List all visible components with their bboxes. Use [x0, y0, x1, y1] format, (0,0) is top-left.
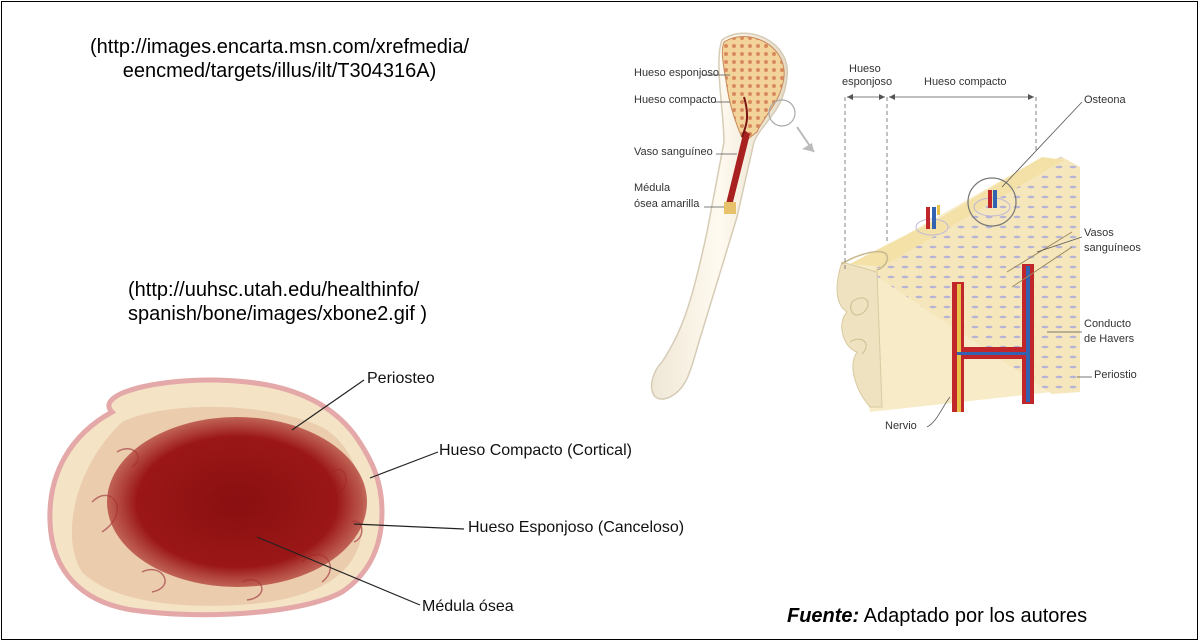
fuente-text: Adaptado por los autores [859, 605, 1087, 627]
label-vaso-sanguineo: Vaso sanguíneo [634, 146, 713, 158]
label-medula-line2: ósea amarilla [634, 198, 699, 210]
label-medula-line1: Médula [634, 182, 670, 194]
label-hueso-compacto-cortical: Hueso Compacto (Cortical) [439, 442, 632, 460]
label-nervio: Nervio [885, 420, 917, 432]
label-osteona: Osteona [1084, 94, 1126, 106]
label-hueso-compacto: Hueso compacto [634, 94, 717, 106]
fuente-label: Fuente: [787, 605, 859, 627]
label-vasos-line1: Vasos [1084, 227, 1114, 239]
label-hueso-esponjoso-canceloso: Hueso Esponjoso (Canceloso) [468, 519, 684, 537]
label-detail-esponjoso-line2: esponjoso [842, 76, 892, 88]
compact-bone-block [837, 94, 1092, 427]
source-footer: Fuente: Adaptado por los autores [787, 605, 1087, 628]
label-periostio: Periostio [1094, 369, 1137, 381]
cross-section-illustration [50, 380, 464, 615]
label-periosteo: Periosteo [367, 370, 435, 388]
label-conducto-line1: Conducto [1084, 318, 1131, 330]
label-conducto-line2: de Havers [1084, 333, 1134, 345]
label-detail-hueso-compacto: Hueso compacto [924, 76, 1007, 88]
label-hueso-esponjoso: Hueso esponjoso [634, 67, 719, 79]
label-medula-osea: Médula ósea [422, 598, 514, 616]
label-vasos-line2: sanguíneos [1084, 242, 1141, 254]
long-bone-illustration [652, 33, 814, 399]
label-detail-esponjoso-line1: Hueso [849, 63, 881, 75]
